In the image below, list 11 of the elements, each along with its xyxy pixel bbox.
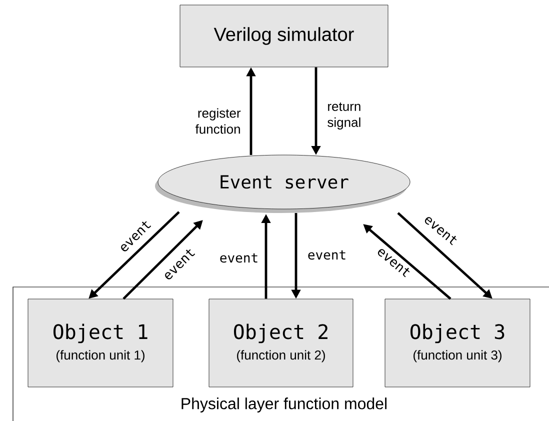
edge-label: event	[220, 253, 258, 263]
edge-label: register function	[195, 108, 241, 134]
process-box: Verilog simulator	[180, 4, 388, 68]
object-box: Object 1 (function unit 1)	[28, 298, 174, 388]
object-box: Object 2 (function unit 2)	[208, 298, 354, 388]
frame-title: Physical layer function model	[182, 398, 386, 412]
frame	[12, 286, 549, 421]
ellipse-node: Event server	[155, 154, 410, 213]
edge-label: event	[308, 250, 346, 260]
object-box: Object 3 (function unit 3)	[384, 298, 530, 388]
edge-label: return signal	[328, 102, 360, 130]
